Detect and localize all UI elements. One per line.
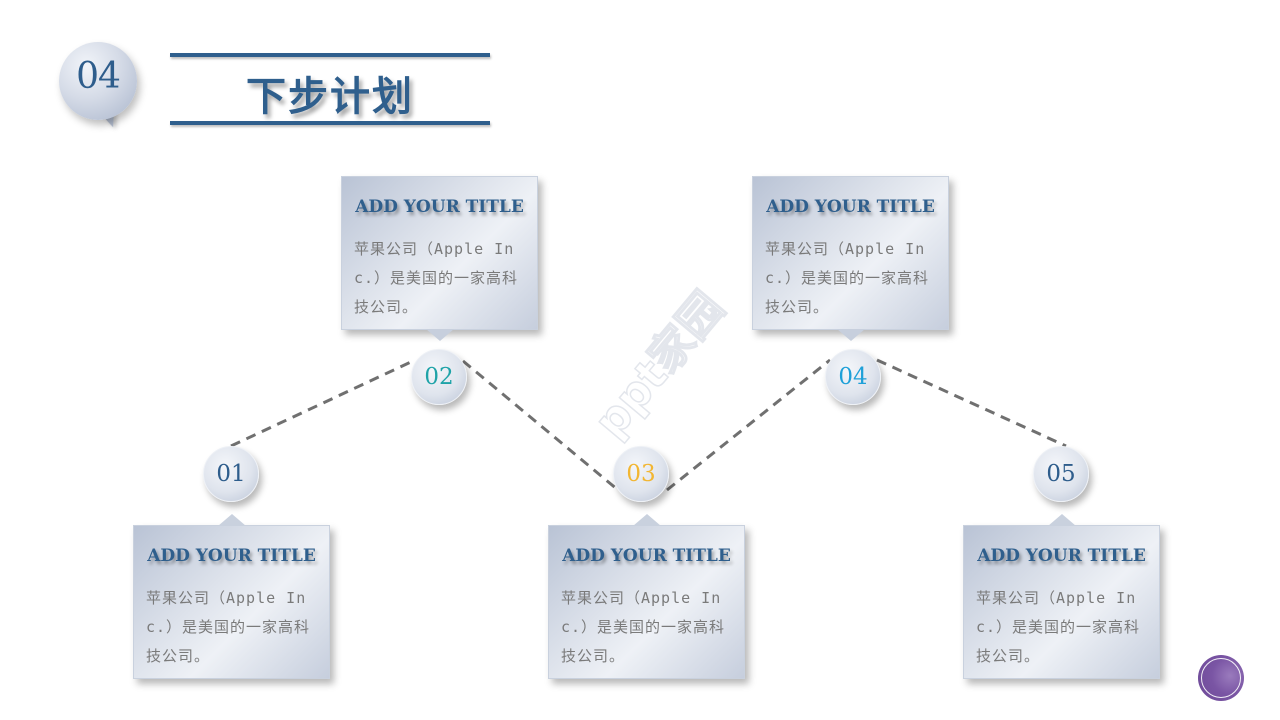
step-node-02: 02 <box>411 349 467 405</box>
card-05: ADD YOUR TITLE 苹果公司（Apple Inc.）是美国的一家高科技… <box>963 514 1160 679</box>
step-node-01: 01 <box>203 446 259 502</box>
section-number: 04 <box>76 56 121 97</box>
corner-logo-icon <box>1198 655 1244 701</box>
connector-04-05 <box>876 358 1067 448</box>
step-node-04: 04 <box>825 349 881 405</box>
card-body: 苹果公司（Apple Inc.）是美国的一家高科技公司。 <box>765 240 930 316</box>
card-body: 苹果公司（Apple Inc.）是美国的一家高科技公司。 <box>146 589 311 665</box>
card-title: ADD YOUR TITLE <box>147 546 316 566</box>
page-title: 下步计划 <box>246 73 414 120</box>
card-03: ADD YOUR TITLE 苹果公司（Apple Inc.）是美国的一家高科技… <box>548 514 745 679</box>
connector-03-04 <box>666 358 831 492</box>
card-body: 苹果公司（Apple Inc.）是美国的一家高科技公司。 <box>354 240 519 316</box>
card-title: ADD YOUR TITLE <box>562 546 731 566</box>
section-number-badge <box>59 42 137 120</box>
card-04: ADD YOUR TITLE 苹果公司（Apple Inc.）是美国的一家高科技… <box>752 176 949 341</box>
step-node-05: 05 <box>1033 446 1089 502</box>
step-node-03: 03 <box>613 446 669 502</box>
card-title: ADD YOUR TITLE <box>977 546 1146 566</box>
connector-02-03 <box>462 359 619 492</box>
card-title: ADD YOUR TITLE <box>355 197 524 217</box>
card-body: 苹果公司（Apple Inc.）是美国的一家高科技公司。 <box>561 589 726 665</box>
card-body: 苹果公司（Apple Inc.）是美国的一家高科技公司。 <box>976 589 1141 665</box>
card-01: ADD YOUR TITLE 苹果公司（Apple Inc.）是美国的一家高科技… <box>133 514 330 679</box>
card-title: ADD YOUR TITLE <box>766 197 935 217</box>
title-rule-bottom <box>170 121 490 125</box>
card-02: ADD YOUR TITLE 苹果公司（Apple Inc.）是美国的一家高科技… <box>341 176 538 341</box>
connector-01-02 <box>230 359 414 448</box>
title-rule-top <box>170 53 490 57</box>
